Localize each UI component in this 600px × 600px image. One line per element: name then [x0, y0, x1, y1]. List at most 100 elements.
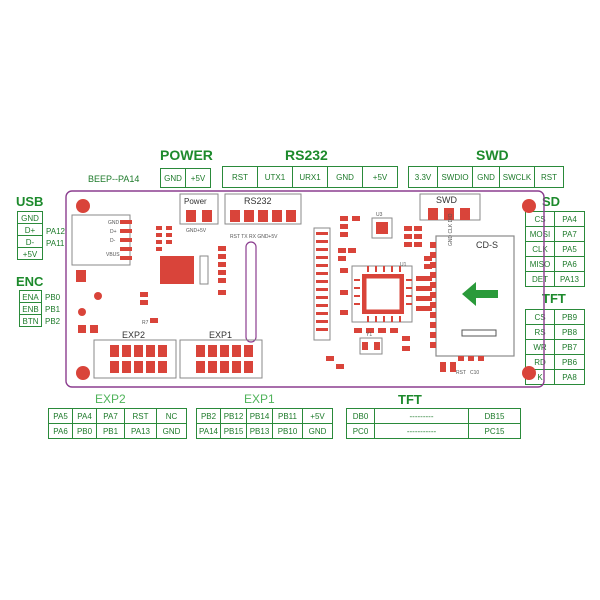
power-pins: GND +5V: [160, 168, 211, 188]
tft-right-pins: CS PB9 RS PB8 WR PB7 RD PB6 K PA8: [525, 309, 585, 385]
tft-bottom-title: TFT: [398, 392, 422, 407]
swd-title: SWD: [476, 147, 509, 163]
tft-map: PA8: [554, 369, 585, 385]
swd-pin: RST: [534, 166, 564, 188]
caps-col: [140, 246, 226, 323]
exp2-cell: PB0: [72, 423, 97, 439]
sd-pads: [430, 242, 436, 348]
tft-bottom-cell: -----------: [374, 423, 469, 439]
sd-insert-arrow: [462, 282, 498, 306]
exp1-cell: PB10: [272, 423, 303, 439]
usb-pad: [120, 229, 132, 233]
mcu-outline: [351, 265, 413, 323]
component-pad: [376, 222, 388, 234]
usb-label-vbus: VBUS: [106, 252, 120, 258]
r7-label: R7: [142, 320, 149, 326]
component-pad: [94, 292, 102, 300]
power-title: POWER: [160, 147, 213, 163]
rs232-pin: +5V: [362, 166, 398, 188]
exp2-cell: PA6: [48, 423, 73, 439]
power-pin-labels: GND+5V: [186, 228, 207, 234]
component-pad: [78, 308, 86, 316]
tft-bottom-cell: PC0: [346, 423, 375, 439]
regulator: [160, 256, 194, 284]
exp1-title: EXP1: [244, 392, 275, 406]
swd-pads-vertical: [424, 256, 432, 311]
tft-connector-pads: [316, 232, 328, 331]
power-pin: +5V: [185, 168, 211, 188]
swd-pin: SWCLK: [499, 166, 535, 188]
mount-hole: [76, 199, 90, 213]
u3-label: U3: [376, 212, 383, 218]
rs232-pin: RST: [222, 166, 258, 188]
board-outline: [65, 190, 545, 388]
usb-label-dp: D+: [110, 229, 117, 235]
component-pad: [336, 364, 344, 369]
exp1-cell: +5V: [302, 408, 333, 424]
exp2-cell: RST: [124, 408, 157, 424]
enc-map-2: PB2: [45, 317, 61, 326]
caps-mcu: [326, 268, 424, 361]
exp2-header: [93, 339, 177, 379]
component-pad: [90, 325, 98, 333]
mount-hole: [522, 199, 536, 213]
usb-pins: GND D+ D- +5V: [17, 211, 43, 260]
rs232-title: RS232: [285, 147, 328, 163]
tft-right-title: TFT: [542, 291, 566, 306]
usb-map-dp: PA12: [46, 227, 65, 236]
rs232-pins: RST UTX1 URX1 GND +5V: [222, 166, 398, 188]
power-pad: [186, 210, 196, 222]
sd-title: SD: [542, 194, 561, 209]
exp2-cell: PA4: [72, 408, 97, 424]
exp2-cell: GND: [156, 423, 187, 439]
exp1-pads: [196, 345, 253, 373]
exp1-cell: PB15: [220, 423, 247, 439]
mount-hole: [76, 366, 90, 380]
regulator-tab: [199, 255, 209, 285]
swd-pin-labels: GND CLK DIO: [448, 213, 454, 246]
rs232-pin: GND: [327, 166, 363, 188]
sd-contact: [461, 329, 497, 337]
mcu-die: [365, 277, 401, 311]
mcu-pins: [354, 266, 412, 322]
component-pad: [76, 270, 86, 282]
u3-chip: [371, 217, 393, 239]
exp2-cell: PA13: [124, 423, 157, 439]
tft-bottom-cell: DB15: [468, 408, 521, 424]
y1-label: Y1: [366, 332, 372, 338]
exp2-title: EXP2: [95, 392, 126, 406]
usb-title: USB: [16, 194, 44, 209]
usb-pad: [120, 238, 132, 242]
rs232-pin-labels: RST TX RX GND+5V: [230, 234, 278, 240]
exp1-cell: PB14: [246, 408, 273, 424]
enc-title: ENC: [16, 274, 44, 289]
rs232-header: [224, 193, 302, 225]
crystal: [359, 337, 383, 355]
board-slot: [245, 241, 257, 343]
tft-bottom-table: DB0 --------- DB15 PC0 ----------- PC15: [346, 408, 521, 439]
exp2-pads: [110, 345, 167, 373]
power-header: [179, 193, 219, 225]
exp1-cell: PB11: [272, 408, 303, 424]
reset-area: [440, 356, 484, 372]
power-pad: [202, 210, 212, 222]
enc-pin: BTN: [19, 314, 42, 327]
sd-pins: CS PA4 MOSI PA7 CLK PA5 MISO PA6 DET PA1…: [525, 211, 585, 287]
usb-pad: [120, 220, 132, 224]
c10-label: C10: [470, 370, 479, 376]
enc-pin: ENA: [19, 290, 42, 303]
sd-card-label: CD-S: [476, 240, 498, 250]
component-pad: [362, 342, 368, 350]
usb-pad: [120, 256, 132, 260]
tft-bottom-cell: DB0: [346, 408, 375, 424]
exp1-header-label: EXP1: [209, 330, 232, 340]
exp1-cell: PA14: [196, 423, 221, 439]
reset-label: RST: [456, 370, 466, 376]
usb-label-dm: D-: [110, 238, 116, 244]
swd-pads: [428, 208, 470, 220]
resistors-swd: [404, 226, 422, 247]
sd-map: PA13: [554, 271, 585, 287]
usb-label-gnd: GND: [108, 220, 120, 226]
resistors-top: [338, 216, 360, 261]
exp1-cell: PB2: [196, 408, 221, 424]
